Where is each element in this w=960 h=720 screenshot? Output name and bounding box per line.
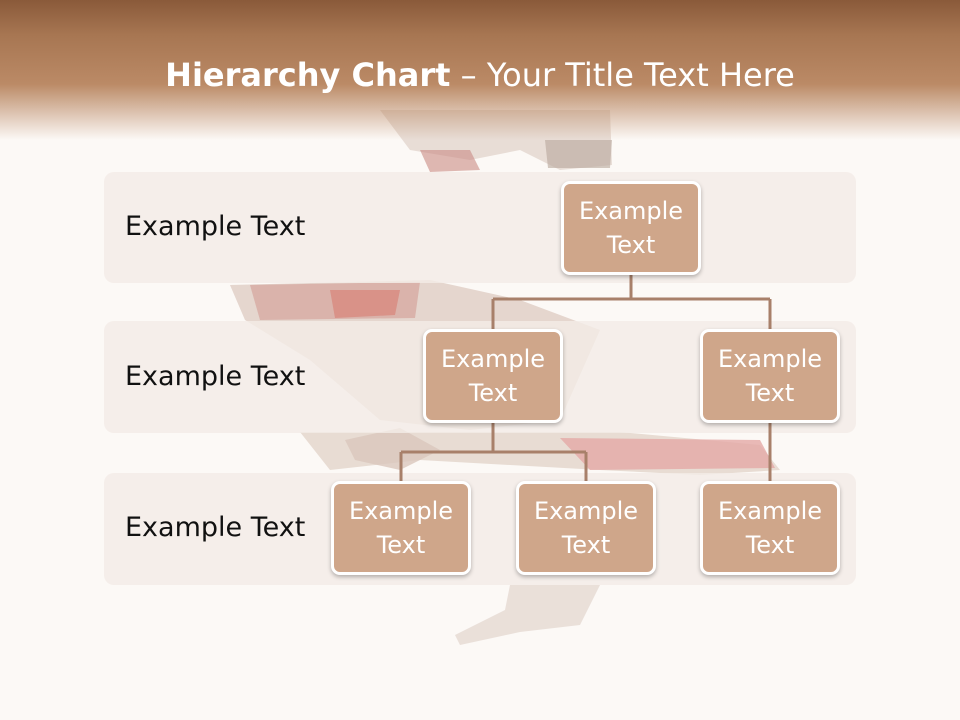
node-level3-left[interactable]: Example Text — [331, 481, 471, 575]
level-band-1 — [104, 172, 856, 283]
title-bar — [0, 0, 960, 140]
connector-root-to-level2 — [491, 275, 772, 330]
node-level3-middle[interactable]: Example Text — [516, 481, 656, 575]
node-level3-left-label: Example Text — [348, 497, 454, 559]
node-level2-left-label: Example Text — [440, 345, 546, 407]
node-root[interactable]: Example Text — [561, 181, 701, 275]
node-level3-right[interactable]: Example Text — [700, 481, 840, 575]
node-level2-left[interactable]: Example Text — [423, 329, 563, 423]
level-label-1: Example Text — [125, 211, 306, 242]
title-bold-text: Hierarchy Chart — [165, 56, 451, 94]
node-level3-middle-label: Example Text — [533, 497, 639, 559]
connector-left-to-level3 — [399, 422, 588, 482]
node-root-label: Example Text — [578, 197, 684, 259]
level-label-3: Example Text — [125, 512, 306, 543]
node-level2-right[interactable]: Example Text — [700, 329, 840, 423]
level-label-2: Example Text — [125, 361, 306, 392]
title-dash: – — [450, 56, 487, 94]
slide-title: Hierarchy Chart – Your Title Text Here — [0, 52, 960, 98]
node-level2-right-label: Example Text — [717, 345, 823, 407]
node-level3-right-label: Example Text — [717, 497, 823, 559]
title-rest-text: Your Title Text Here — [486, 56, 795, 94]
